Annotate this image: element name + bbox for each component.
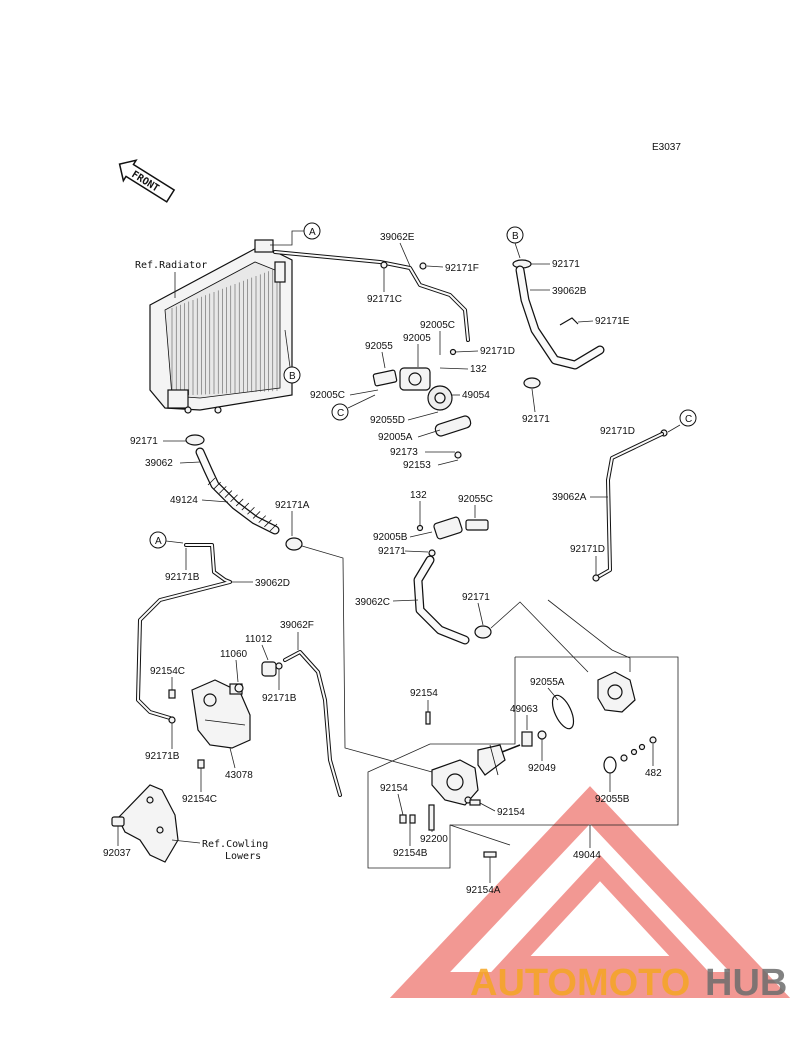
callout-c-left <box>331 403 349 421</box>
callout-b-left <box>283 366 301 384</box>
part-43078: 43078 <box>225 770 253 781</box>
part-92154-left: 92154 <box>380 783 408 794</box>
part-92171-mid: 92171 <box>522 414 550 425</box>
pump-cover <box>551 671 636 730</box>
cowling-bracket <box>111 784 179 863</box>
svg-text:C: C <box>337 408 344 419</box>
watermark-automoto: AUTOMOTO <box>470 962 690 1004</box>
svg-text:B: B <box>289 371 296 382</box>
part-49054: 49054 <box>462 390 490 401</box>
part-92154B: 92154B <box>393 848 428 859</box>
part-92005B: 92005B <box>373 532 408 543</box>
svg-text:A: A <box>309 227 316 238</box>
part-92154C-top: 92154C <box>150 666 185 677</box>
part-92171A: 92171A <box>275 500 310 511</box>
part-92055A: 92055A <box>530 677 565 688</box>
part-92171F: 92171F <box>445 263 479 274</box>
part-92055C: 92055C <box>458 494 493 505</box>
part-92153: 92153 <box>403 460 431 471</box>
part-92171D-top: 92171D <box>480 346 515 357</box>
watermark-hub: HUB <box>705 962 787 1004</box>
part-92171B-mid: 92171B <box>262 693 297 704</box>
part-132-top: 132 <box>470 364 487 375</box>
part-92200: 92200 <box>420 834 448 845</box>
part-39062: 39062 <box>145 458 173 469</box>
watermark-logo <box>389 786 791 998</box>
part-39062C: 39062C <box>355 597 390 608</box>
part-11060: 11060 <box>220 649 248 660</box>
part-92049: 92049 <box>528 763 556 774</box>
part-92005C-left: 92005C <box>310 390 345 401</box>
part-92173: 92173 <box>390 447 418 458</box>
part-92171-left: 92171 <box>130 436 158 447</box>
watermark-text: AUTOMOTO HUB <box>470 962 787 1004</box>
ref-cowling-label-2: Lowers <box>225 851 261 862</box>
reservoir-tank <box>191 661 277 749</box>
part-132-mid: 132 <box>410 490 427 501</box>
part-49044: 49044 <box>573 850 601 861</box>
part-92005C-top: 92005C <box>420 320 455 331</box>
impeller <box>477 744 521 776</box>
part-39062B: 39062B <box>552 286 587 297</box>
part-92154-right: 92154 <box>497 807 525 818</box>
ref-cowling-label-1: Ref.Cowling <box>202 839 268 850</box>
part-92171D-mid: 92171D <box>570 544 605 555</box>
part-39062D: 39062D <box>255 578 290 589</box>
part-11012: 11012 <box>245 634 273 645</box>
part-92055: 92055 <box>365 341 393 352</box>
callout-c-right <box>679 409 697 427</box>
ref-radiator-label: Ref.Radiator <box>135 260 207 271</box>
part-92055B: 92055B <box>595 794 630 805</box>
part-482: 482 <box>645 768 662 779</box>
seal-rings <box>603 736 657 774</box>
part-92171C: 92171C <box>367 294 402 305</box>
part-92154C-low: 92154C <box>182 794 217 805</box>
callout-a-left <box>149 531 167 549</box>
part-92005A: 92005A <box>378 432 413 443</box>
radiator <box>149 239 293 414</box>
part-39062A: 39062A <box>552 492 587 503</box>
part-49063: 49063 <box>510 704 538 715</box>
svg-text:B: B <box>512 231 519 242</box>
part-92171B-top: 92171B <box>165 572 200 583</box>
part-92171-lower: 92171 <box>462 592 490 603</box>
outlet-fitting <box>428 516 489 557</box>
part-39062F: 39062F <box>280 620 314 631</box>
part-92171E: 92171E <box>595 316 630 327</box>
part-92171D-c: 92171D <box>600 426 635 437</box>
front-arrow-icon: FRONT <box>118 159 176 203</box>
part-92171-pipe: 92171 <box>378 546 406 557</box>
water-pump-body <box>431 759 479 806</box>
part-92171B-low: 92171B <box>145 751 180 762</box>
thermostat-housing <box>372 367 472 459</box>
part-39062E: 39062E <box>380 232 415 243</box>
part-92005: 92005 <box>403 333 431 344</box>
part-92154A: 92154A <box>466 885 501 896</box>
diagram-code: E3037 <box>652 142 681 153</box>
svg-text:C: C <box>685 414 692 425</box>
part-92171-top: 92171 <box>552 259 580 270</box>
part-92037: 92037 <box>103 848 131 859</box>
svg-text:A: A <box>155 536 162 547</box>
part-92154-top: 92154 <box>410 688 438 699</box>
part-92055D: 92055D <box>370 415 405 426</box>
part-49124: 49124 <box>170 495 198 506</box>
